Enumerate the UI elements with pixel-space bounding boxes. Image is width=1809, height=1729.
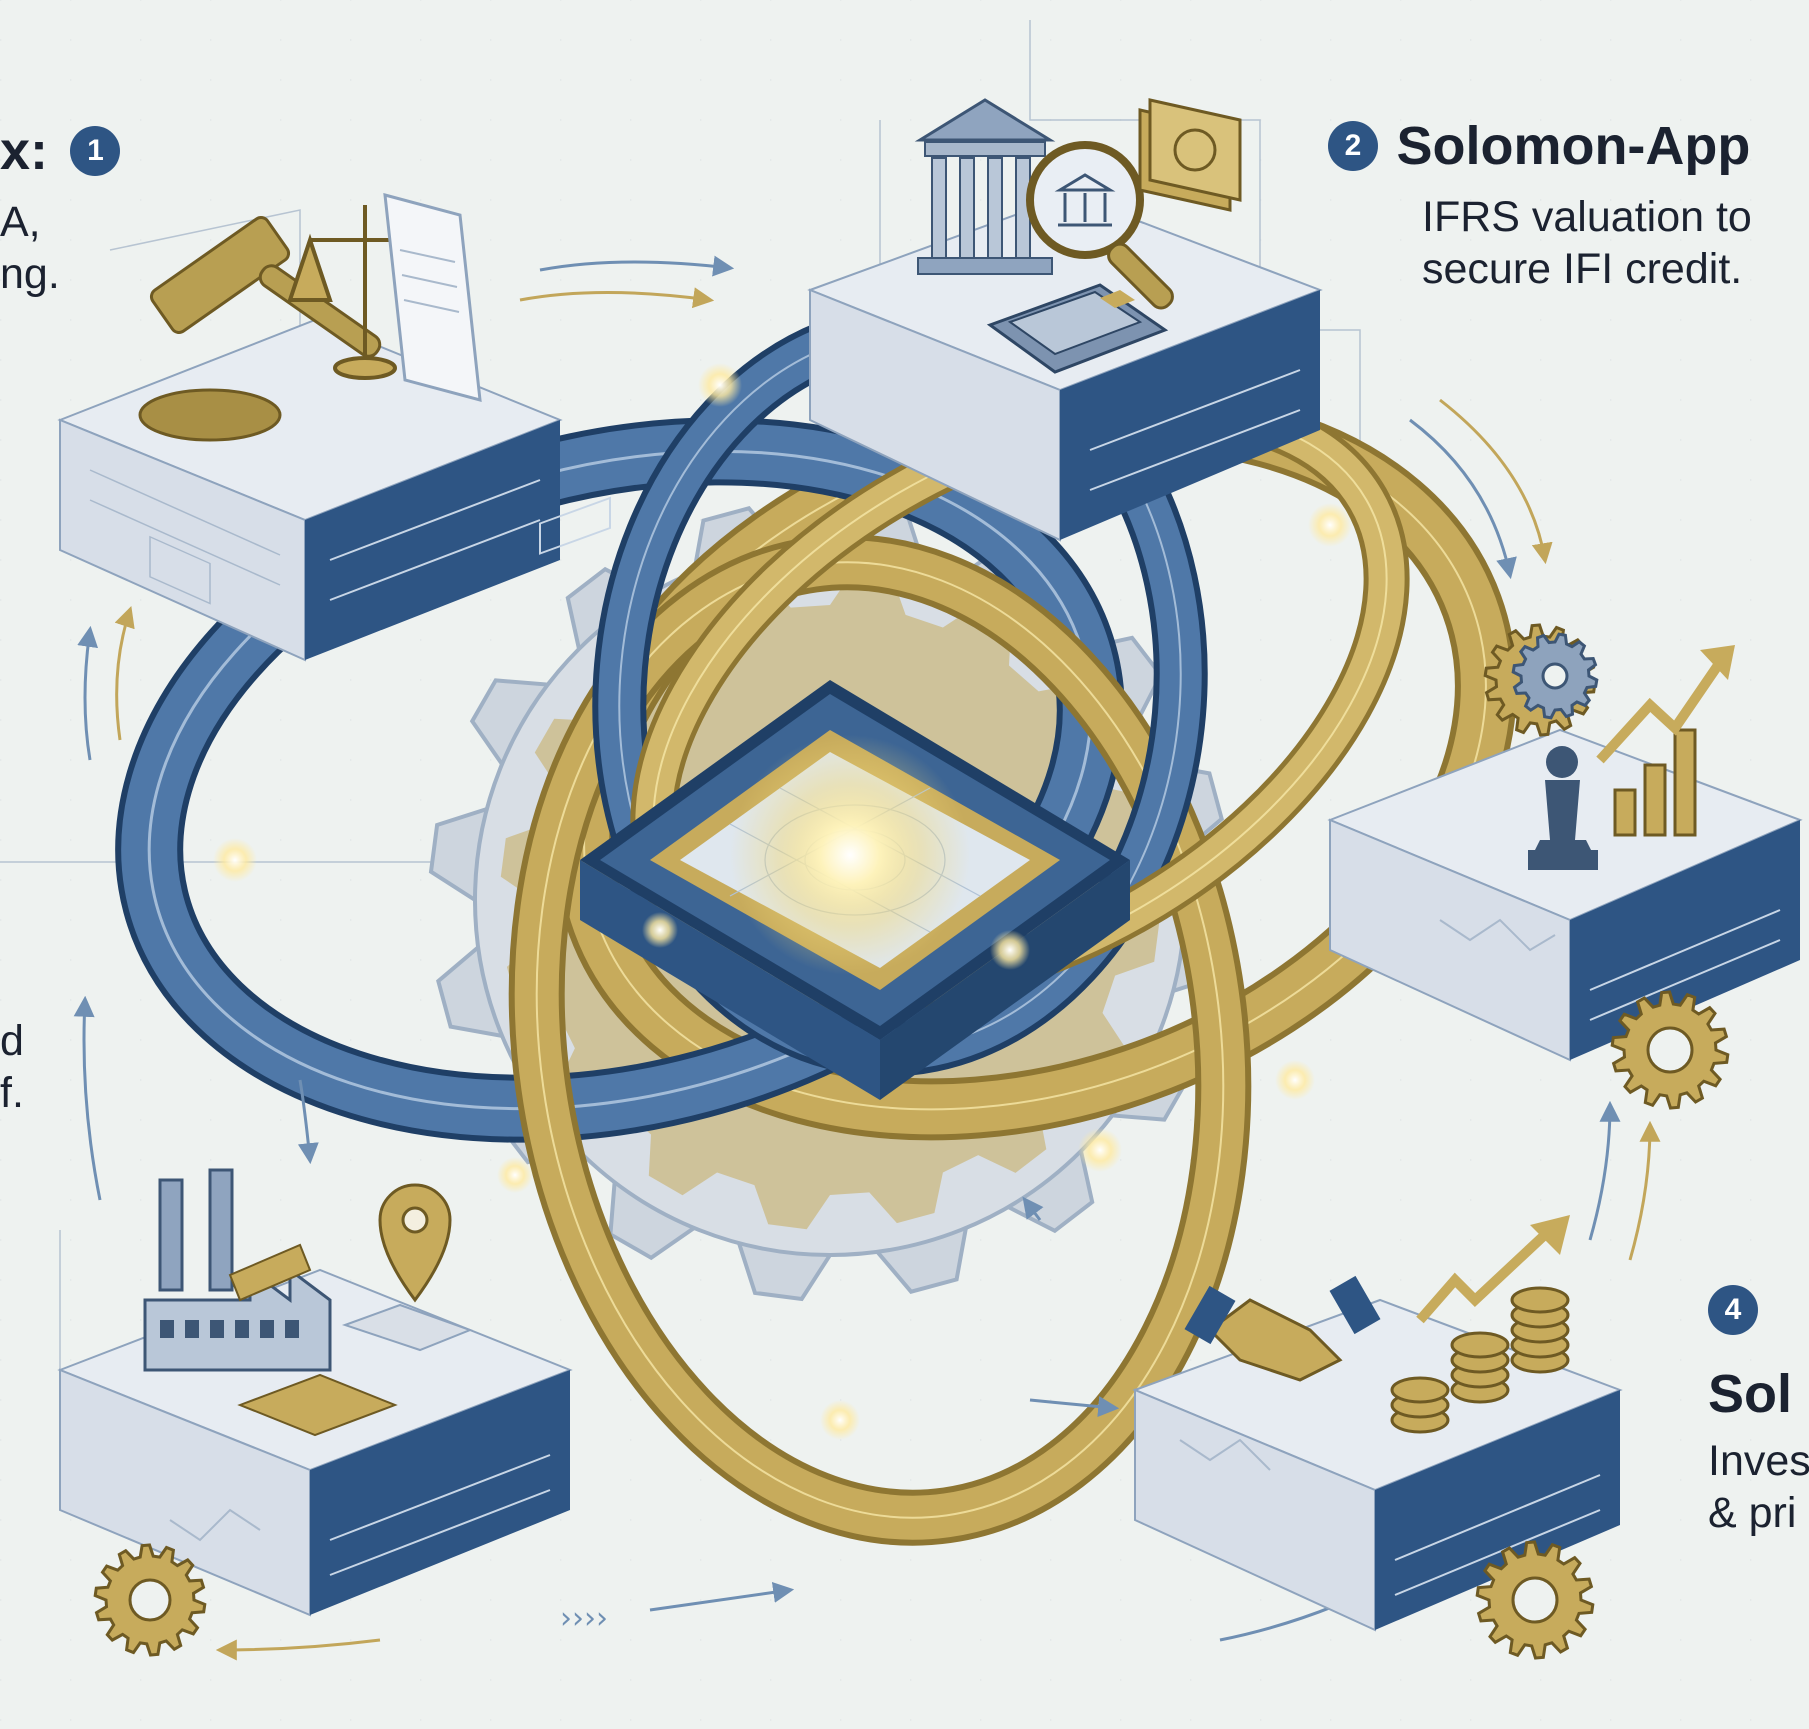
step2-line: secure IFI credit. bbox=[1422, 245, 1743, 293]
legal-platform bbox=[57, 192, 611, 662]
step3-line: f. bbox=[0, 1069, 24, 1117]
calculator-icon bbox=[986, 283, 1169, 374]
bank-icon bbox=[914, 98, 1056, 275]
flow-arrow bbox=[73, 995, 102, 1201]
step2-line: IFRS valuation to bbox=[1422, 193, 1752, 241]
step1-line: ng. bbox=[0, 250, 60, 298]
gear-icon bbox=[1511, 632, 1599, 720]
central-hub bbox=[580, 680, 1130, 1100]
step4-heading: Sol bbox=[1708, 1364, 1793, 1424]
handshake-icon bbox=[1184, 1275, 1381, 1382]
gear-icon bbox=[93, 1543, 207, 1657]
flow-arrow bbox=[1409, 418, 1517, 580]
step3-callout: d f. bbox=[0, 1015, 24, 1119]
growth-chart-icon bbox=[1596, 645, 1735, 837]
chevron-markers: ›››› bbox=[560, 1601, 608, 1636]
trend-arrow-icon bbox=[1416, 1215, 1570, 1324]
step4-line: Inves bbox=[1708, 1437, 1809, 1485]
magnifier-icon bbox=[1026, 141, 1174, 310]
flow-arrow bbox=[297, 1079, 319, 1165]
step2-callout: 2 Solomon-App IFRS valuation to secure I… bbox=[1328, 115, 1752, 295]
finance-platform bbox=[807, 98, 1323, 542]
step2-badge: 2 bbox=[1328, 121, 1378, 171]
chess-pawn-icon bbox=[1528, 746, 1598, 870]
flow-arrow bbox=[649, 1581, 795, 1612]
hub-glow bbox=[730, 735, 970, 975]
step4-badge: 4 bbox=[1708, 1285, 1758, 1335]
flow-arrow bbox=[215, 1638, 381, 1661]
flow-arrow bbox=[1029, 1396, 1120, 1418]
gavel-icon bbox=[138, 216, 382, 442]
strategy-platform bbox=[1327, 623, 1803, 1062]
sparkles bbox=[213, 363, 1352, 1440]
step2-heading: Solomon-App bbox=[1396, 116, 1751, 176]
step1-heading: x: bbox=[0, 121, 49, 181]
flow-arrow bbox=[519, 287, 715, 309]
flow-arrow bbox=[1588, 1100, 1621, 1241]
document-icon bbox=[383, 192, 482, 403]
factory-icon bbox=[143, 1168, 332, 1372]
step4-line: & pri bbox=[1708, 1489, 1797, 1537]
flow-arrow bbox=[77, 625, 99, 761]
gear-icon bbox=[1610, 990, 1730, 1110]
map-pin-icon bbox=[378, 1183, 452, 1303]
flow-arrow bbox=[539, 255, 735, 277]
banknote-icon bbox=[1138, 98, 1242, 212]
map-icon bbox=[237, 1303, 473, 1437]
step1-badge: 1 bbox=[70, 126, 121, 176]
step1-line: A, bbox=[0, 198, 41, 246]
flow-arrow bbox=[1022, 1196, 1044, 1221]
step1-callout: x: 1 A, ng. bbox=[0, 120, 121, 300]
step3-line: d bbox=[0, 1017, 24, 1065]
industry-platform bbox=[57, 1168, 573, 1617]
flow-arrow bbox=[1439, 398, 1553, 565]
flow-arrow bbox=[114, 606, 135, 741]
gear-icon bbox=[1475, 1540, 1595, 1660]
coin-stack-icon bbox=[1390, 1286, 1570, 1434]
flow-arrow bbox=[1628, 1120, 1661, 1261]
investment-platform bbox=[1132, 1215, 1623, 1632]
step4-callout: 4 Sol Inves & pri bbox=[1708, 1285, 1809, 1539]
